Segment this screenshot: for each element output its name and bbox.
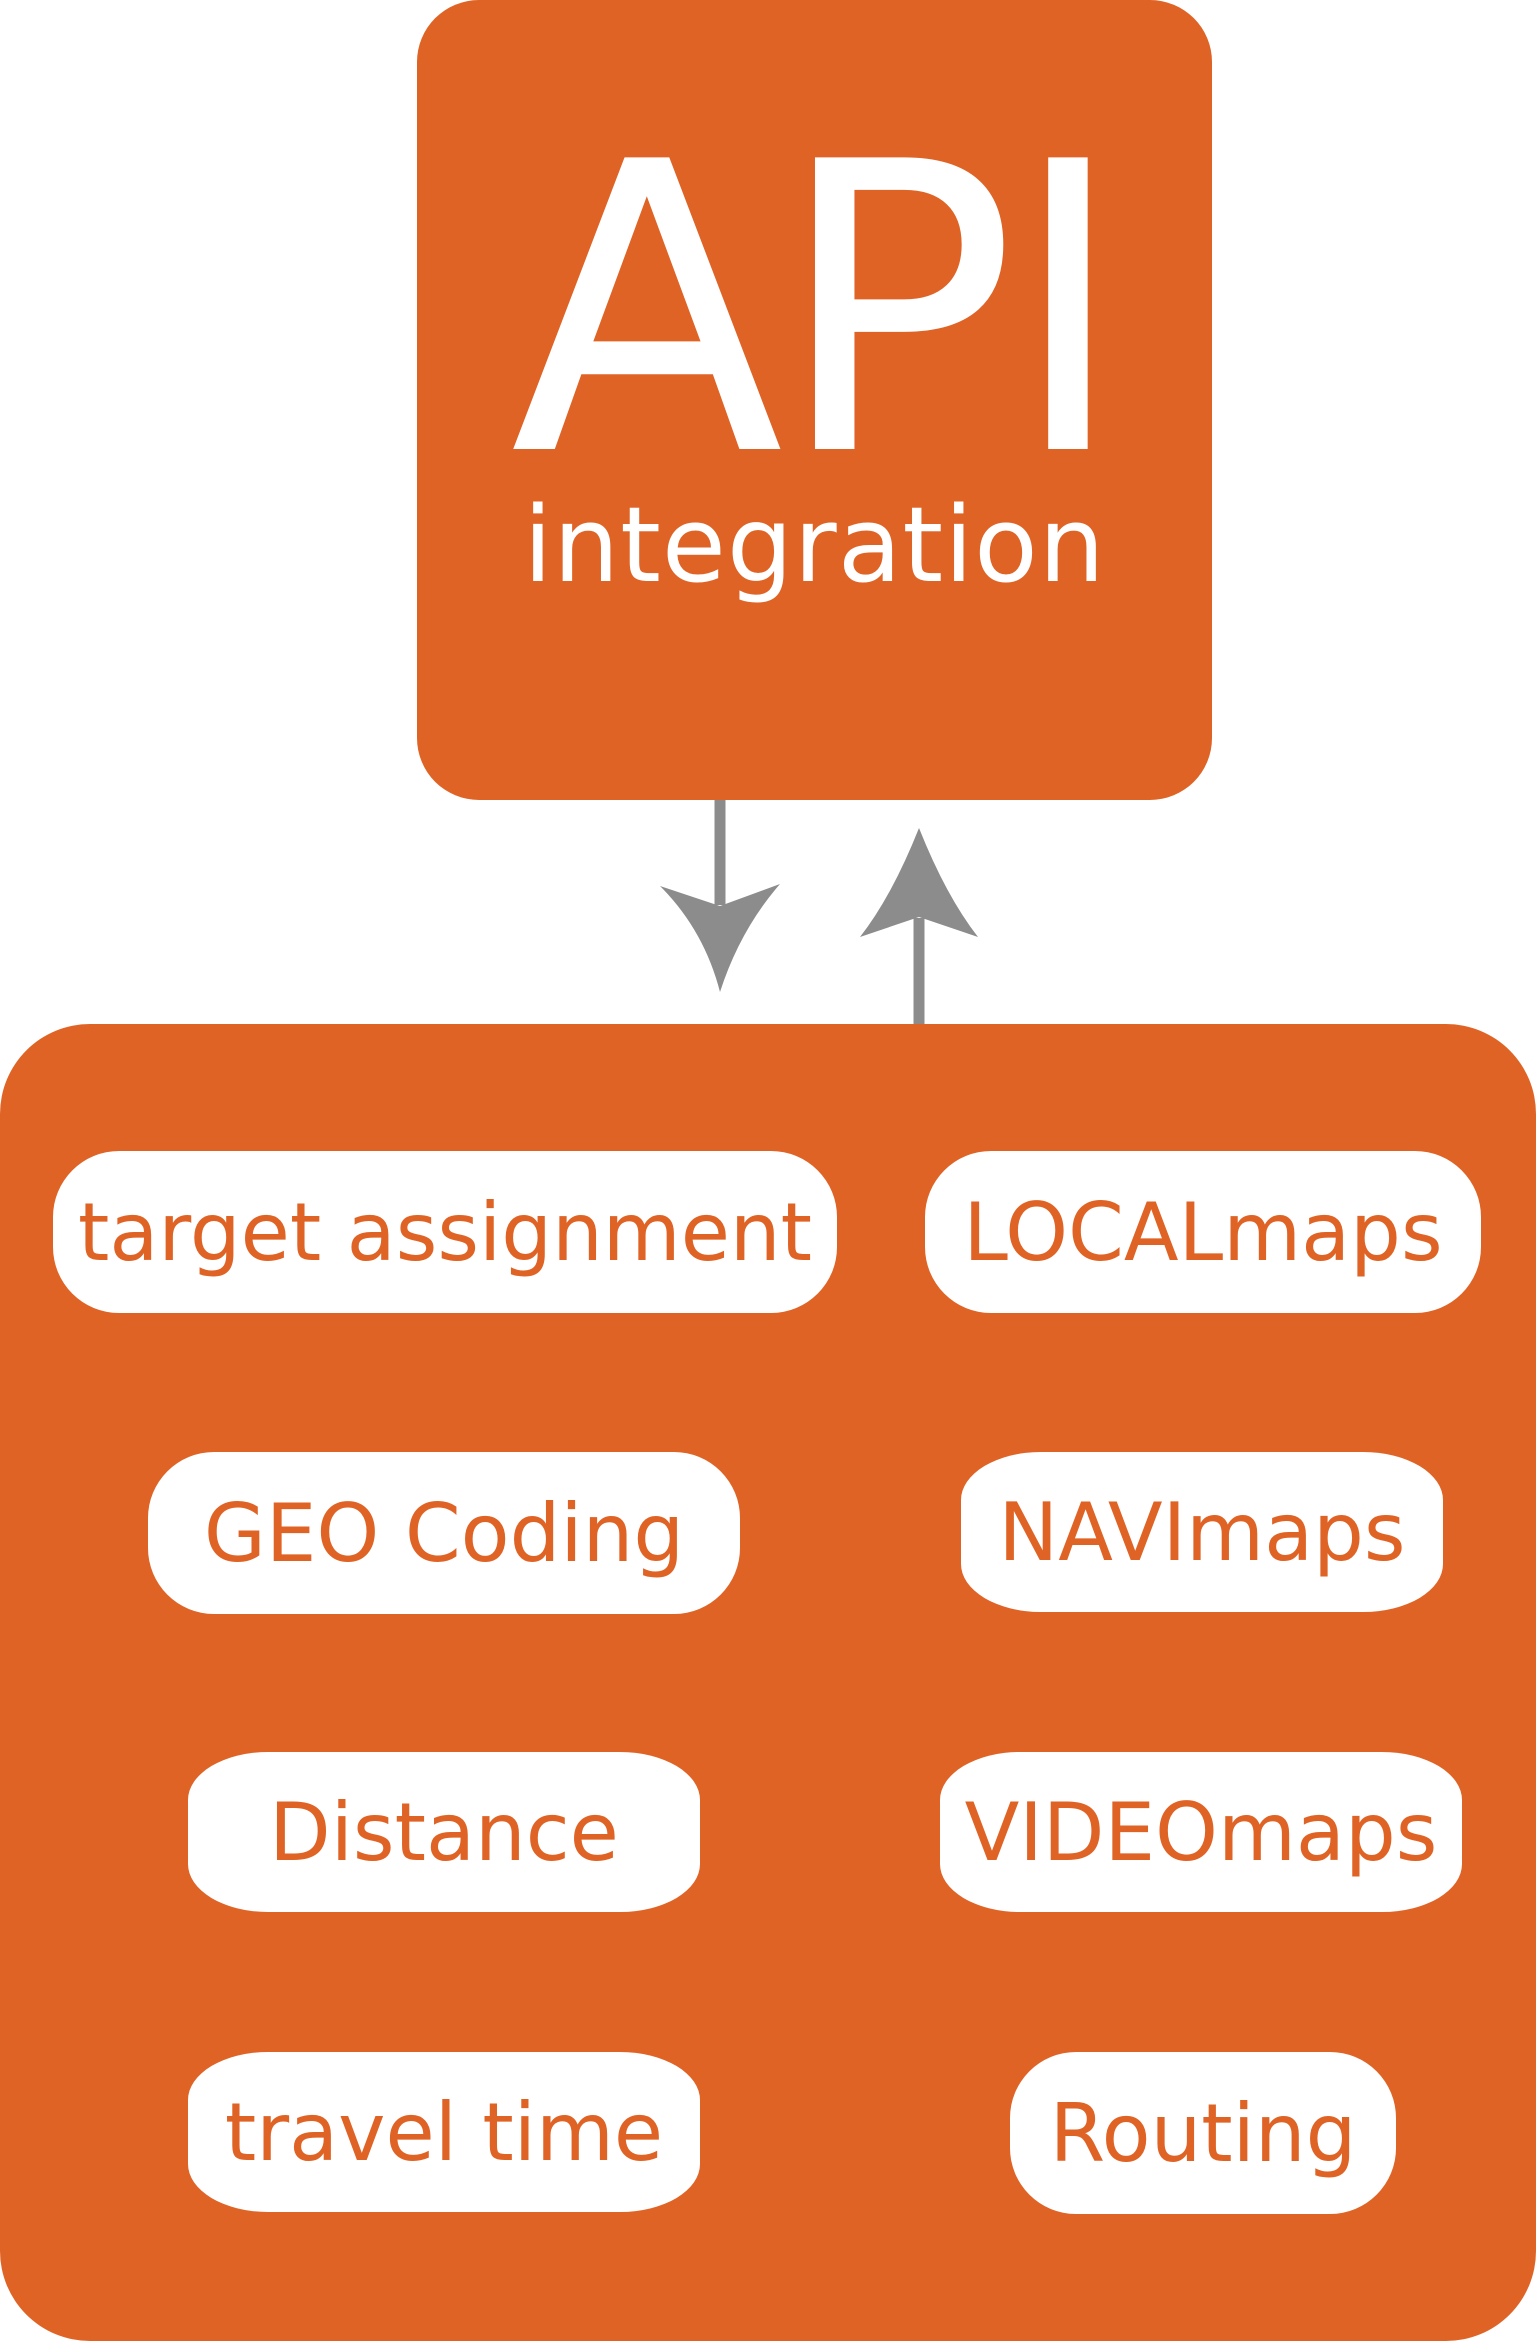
service-navimaps[interactable]: NAVImaps	[961, 1452, 1443, 1612]
service-localmaps[interactable]: LOCALmaps	[925, 1151, 1481, 1313]
service-target-assignment[interactable]: target assignment	[53, 1151, 837, 1313]
arrow-up-icon	[860, 828, 978, 1024]
service-label: target assignment	[78, 1185, 812, 1279]
api-subtitle: integration	[523, 484, 1106, 606]
service-travel-time[interactable]: travel time	[188, 2052, 700, 2212]
service-label: travel time	[224, 2085, 664, 2179]
service-label: GEO Coding	[203, 1486, 685, 1580]
service-label: LOCALmaps	[963, 1185, 1443, 1279]
service-label: NAVImaps	[998, 1485, 1406, 1579]
api-title: API	[510, 79, 1127, 544]
service-routing[interactable]: Routing	[1010, 2052, 1396, 2214]
service-videomaps[interactable]: VIDEOmaps	[940, 1752, 1462, 1912]
service-distance[interactable]: Distance	[188, 1752, 700, 1912]
api-integration-box: API integration	[417, 0, 1212, 800]
service-geo-coding[interactable]: GEO Coding	[148, 1452, 740, 1614]
service-label: VIDEOmaps	[964, 1785, 1438, 1879]
arrow-down-icon	[660, 800, 780, 992]
service-label: Routing	[1049, 2086, 1357, 2180]
services-box: target assignment GEO Coding Distance tr…	[0, 1024, 1536, 2341]
service-label: Distance	[269, 1785, 619, 1879]
